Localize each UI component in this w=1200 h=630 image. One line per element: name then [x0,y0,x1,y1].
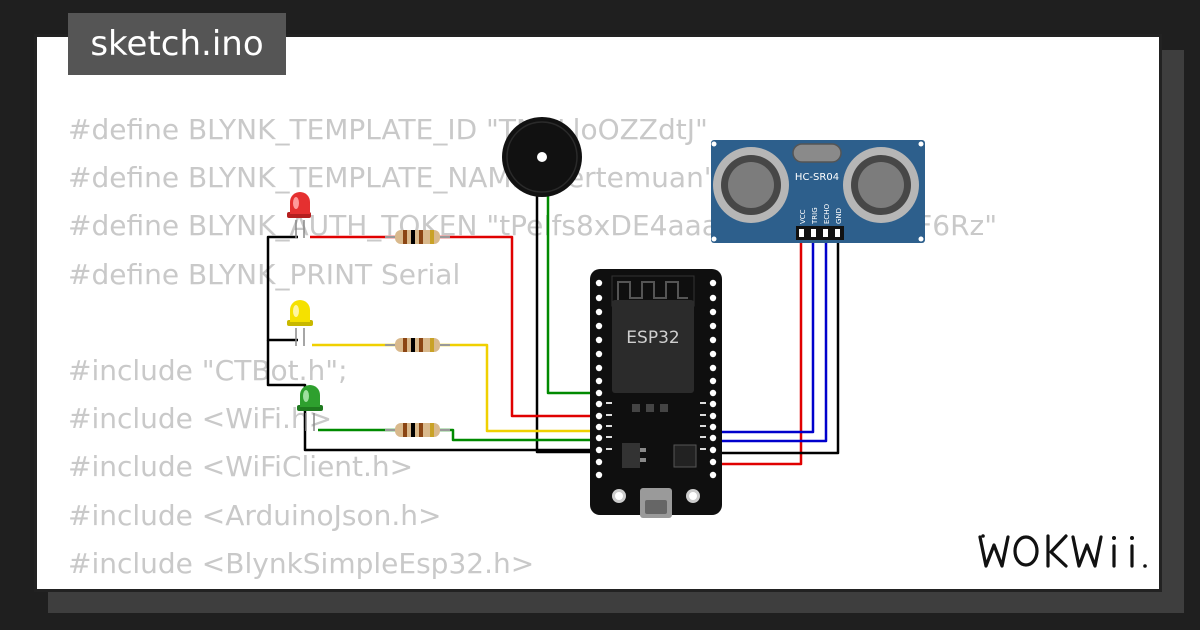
resistor-green[interactable] [385,423,450,437]
sketch-filename-tab[interactable]: sketch.ino [68,13,286,75]
wire-black-led-gnd-2 [266,340,600,452]
wire-black-led-gnd [266,235,298,342]
wokwi-logo [978,534,1147,568]
wire-black-gnd [712,238,840,455]
sensor-pin-trig: TRIG [811,207,819,225]
wire-red-vcc [712,238,803,466]
led-yellow[interactable] [287,300,313,346]
wire-blue-echo [712,238,828,443]
wire-yellow-led-2 [440,343,600,433]
led-green[interactable] [297,385,323,431]
resistor-red[interactable] [385,230,450,244]
esp32-right-pins [709,279,717,479]
code-line: #include <WiFiClient.h> [68,450,414,484]
sensor-pin-gnd: GND [835,208,843,224]
wire-black-buzzer [535,175,600,454]
esp32-left-pins [595,279,603,479]
esp32-pin-marks [606,402,706,450]
hc-sr04-sensor[interactable]: HC-SR04 VCC TRIG ECHO GND [711,140,925,243]
code-line: #define BLYNK_PRINT Serial [68,257,461,291]
esp32-label: ESP32 [626,328,679,348]
code-line: #include "CTBot.h"; [68,353,348,387]
transducer-right [843,147,919,223]
wire-green-buzzer [546,175,600,395]
led-red[interactable] [287,192,311,238]
sensor-label: HC-SR04 [795,172,839,183]
sensor-pin-vcc: VCC [799,209,807,224]
esp32-board[interactable]: ESP32 [590,269,722,518]
code-line: #include <BlynkSimpleEsp32.h> [68,546,535,580]
wire-red-led-2 [440,235,600,418]
wire-blue-trig [712,238,815,434]
code-line: #include <ArduinoJson.h> [68,498,442,532]
buzzer[interactable] [502,117,582,197]
resistor-yellow[interactable] [385,338,450,352]
sensor-pin-echo: ECHO [823,203,831,224]
transducer-left [713,147,789,223]
